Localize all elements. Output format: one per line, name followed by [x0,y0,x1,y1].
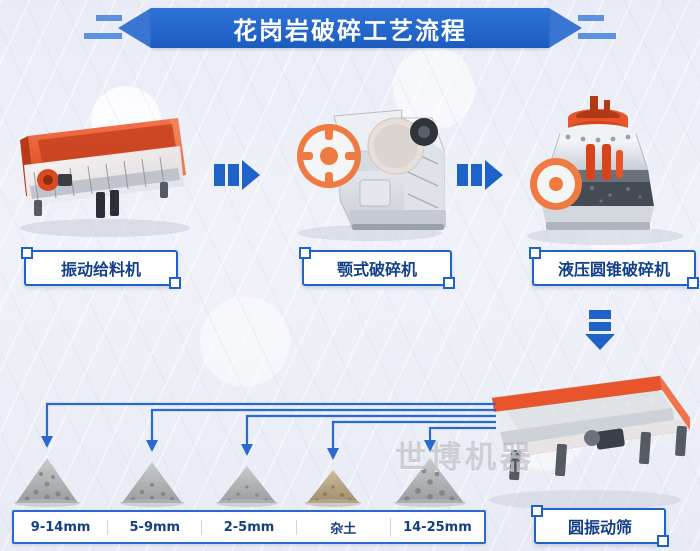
output-size-2-5mm: 2-5mm [202,519,297,535]
arrow-head-icon [485,160,503,190]
output-size-bar: 9-14mm 5-9mm 2-5mm 杂土 14-25mm [12,510,486,544]
equipment-label-text: 振动给料机 [60,260,141,279]
chip-corner-icon [657,535,669,547]
chip-corner-icon [21,247,33,259]
arrow-cone-to-screen [585,310,615,350]
arrow-head-icon [585,334,615,350]
arrow-segment [589,310,611,319]
aggregate-pile-9-14mm [14,458,80,507]
arrow-jaw-to-cone [457,160,503,190]
circular-vibrating-screen-illustration [489,375,691,510]
title-accent-right-1 [578,15,604,21]
material-distribution-arrowheads [41,436,436,460]
chip-corner-icon [443,277,455,289]
equipment-label-hydraulic-cone-crusher: 液压圆锥破碎机 [529,247,699,289]
aggregate-pile-2-5mm [216,466,278,507]
chip-corner-icon [529,247,541,259]
equipment-label-vibrating-feeder: 振动给料机 [21,247,181,289]
aggregate-pile-14-25mm [394,458,466,507]
equipment-label-text: 圆振动筛 [567,518,632,537]
title-accent-right-2 [578,33,616,39]
hydraulic-cone-crusher-illustration [527,96,683,245]
arrow-segment [457,164,468,186]
arrow-feeder-to-jaw [214,160,260,190]
vibrating-feeder-illustration [20,118,190,237]
page-title-banner: 花岗岩破碎工艺流程 [151,8,549,48]
chip-corner-icon [169,277,181,289]
output-size-14-25mm: 14-25mm [403,519,472,535]
equipment-label-text: 液压圆锥破碎机 [557,260,670,279]
equipment-label-jaw-crusher: 颚式破碎机 [299,247,455,289]
aggregate-pile-soil [305,470,361,507]
arrow-segment [471,164,482,186]
title-accent-left-2 [84,33,122,39]
material-distribution-lines [45,402,496,448]
title-wing-left [118,8,151,48]
aggregate-pile-5-9mm [120,462,184,507]
arrow-segment [589,322,611,331]
equipment-label-circular-vibrating-screen: 圆振动筛 [531,505,669,547]
title-wing-right [549,8,582,48]
output-size-soil: 杂土 [297,517,391,537]
page-title: 花岗岩破碎工艺流程 [233,16,467,45]
output-size-5-9mm: 5-9mm [108,519,203,535]
arrow-segment [214,164,225,186]
arrow-segment [228,164,239,186]
output-size-9-14mm: 9-14mm [14,519,109,535]
chip-corner-icon [687,277,699,289]
jaw-crusher-illustration [297,109,446,241]
title-accent-left-1 [96,15,122,21]
arrow-head-icon [242,160,260,190]
chip-corner-icon [299,247,311,259]
equipment-label-text: 颚式破碎机 [336,260,417,279]
chip-corner-icon [531,505,543,517]
